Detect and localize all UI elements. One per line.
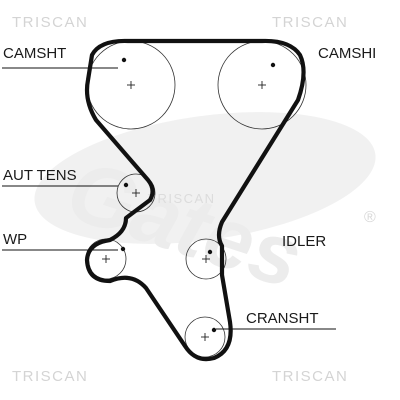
camshaft-right-label: CAMSHI	[318, 45, 376, 62]
watermark-bottom-right: TRISCAN	[272, 368, 348, 385]
watermark-bottom-left: TRISCAN	[12, 368, 88, 385]
camshaft-left-pulley	[86, 40, 176, 130]
timing-belt	[84, 38, 306, 362]
camshaft-left-label: CAMSHT	[3, 45, 66, 62]
crankshaft-label: CRANSHT	[246, 310, 319, 327]
registered-mark: ®	[364, 209, 376, 226]
idler-pulley	[185, 238, 227, 280]
watermark-center: TRISCAN	[148, 191, 216, 206]
tensioner-label: AUT TENS	[3, 167, 77, 184]
water-pump-label: WP	[3, 231, 27, 248]
idler-label: IDLER	[282, 233, 326, 250]
watermark-top-left: TRISCAN	[12, 14, 88, 31]
watermark-top-right: TRISCAN	[272, 14, 348, 31]
